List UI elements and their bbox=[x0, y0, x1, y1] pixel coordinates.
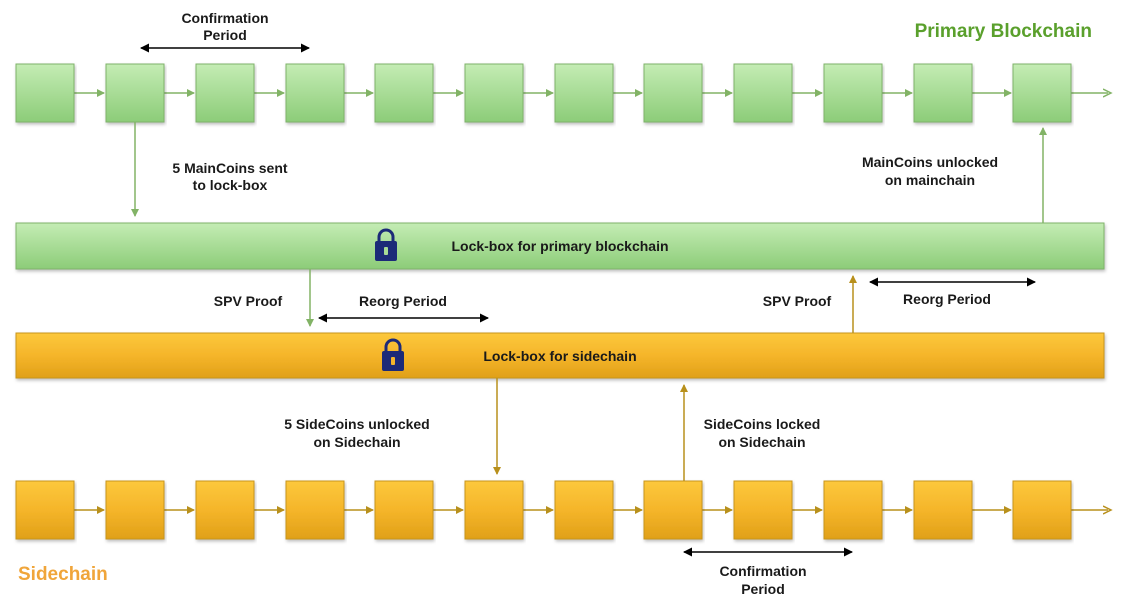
padlock-icon bbox=[382, 338, 404, 371]
primary-chain bbox=[15, 63, 1108, 123]
sidecoins-locked-label-line1: SideCoins locked bbox=[704, 416, 821, 432]
primary-block bbox=[15, 63, 75, 123]
confirmation-period-bottom-label-line1: Confirmation bbox=[719, 563, 806, 579]
maincoins-sent-label-line1: 5 MainCoins sent bbox=[172, 160, 287, 176]
side-block bbox=[823, 480, 883, 540]
primary-lockbox bbox=[15, 222, 1105, 270]
side-block bbox=[1012, 480, 1072, 540]
primary-block bbox=[554, 63, 614, 123]
side-chain bbox=[15, 480, 1108, 540]
side-lockbox bbox=[15, 332, 1105, 379]
side-block bbox=[733, 480, 793, 540]
primary-block bbox=[374, 63, 434, 123]
padlock-icon bbox=[375, 228, 397, 261]
primary-block bbox=[823, 63, 883, 123]
maincoins-unlocked-label-line2: on mainchain bbox=[885, 172, 975, 188]
spv-proof-left-label: SPV Proof bbox=[214, 293, 283, 309]
reorg-period-right-label: Reorg Period bbox=[903, 291, 991, 307]
confirmation-period-top-label-line1: Confirmation bbox=[181, 10, 268, 26]
side-lockbox-label: Lock-box for sidechain bbox=[483, 348, 636, 364]
sidechain-title: Sidechain bbox=[18, 564, 108, 585]
confirmation-period-top-label-line2: Period bbox=[203, 27, 247, 43]
side-block bbox=[15, 480, 75, 540]
primary-block bbox=[285, 63, 345, 123]
primary-block bbox=[913, 63, 973, 123]
maincoins-unlocked-label-line1: MainCoins unlocked bbox=[862, 154, 998, 170]
sidecoins-unlocked-label-line2: on Sidechain bbox=[313, 434, 400, 450]
side-block bbox=[464, 480, 524, 540]
side-block bbox=[643, 480, 703, 540]
confirmation-period-bottom-label-line2: Period bbox=[741, 581, 785, 597]
primary-block bbox=[733, 63, 793, 123]
side-block bbox=[285, 480, 345, 540]
side-block bbox=[913, 480, 973, 540]
side-block bbox=[195, 480, 255, 540]
primary-block bbox=[464, 63, 524, 123]
primary-block bbox=[195, 63, 255, 123]
side-block bbox=[105, 480, 165, 540]
side-block bbox=[554, 480, 614, 540]
reorg-period-left-label: Reorg Period bbox=[359, 293, 447, 309]
primary-block bbox=[643, 63, 703, 123]
side-block bbox=[374, 480, 434, 540]
primary-block bbox=[1012, 63, 1072, 123]
spv-proof-right-label: SPV Proof bbox=[763, 293, 832, 309]
primary-blockchain-title: Primary Blockchain bbox=[915, 21, 1092, 42]
primary-lockbox-label: Lock-box for primary blockchain bbox=[451, 238, 668, 254]
primary-block bbox=[105, 63, 165, 123]
sidecoins-unlocked-label-line1: 5 SideCoins unlocked bbox=[284, 416, 429, 432]
sidecoins-locked-label-line2: on Sidechain bbox=[718, 434, 805, 450]
maincoins-sent-label-line2: to lock-box bbox=[193, 177, 268, 193]
